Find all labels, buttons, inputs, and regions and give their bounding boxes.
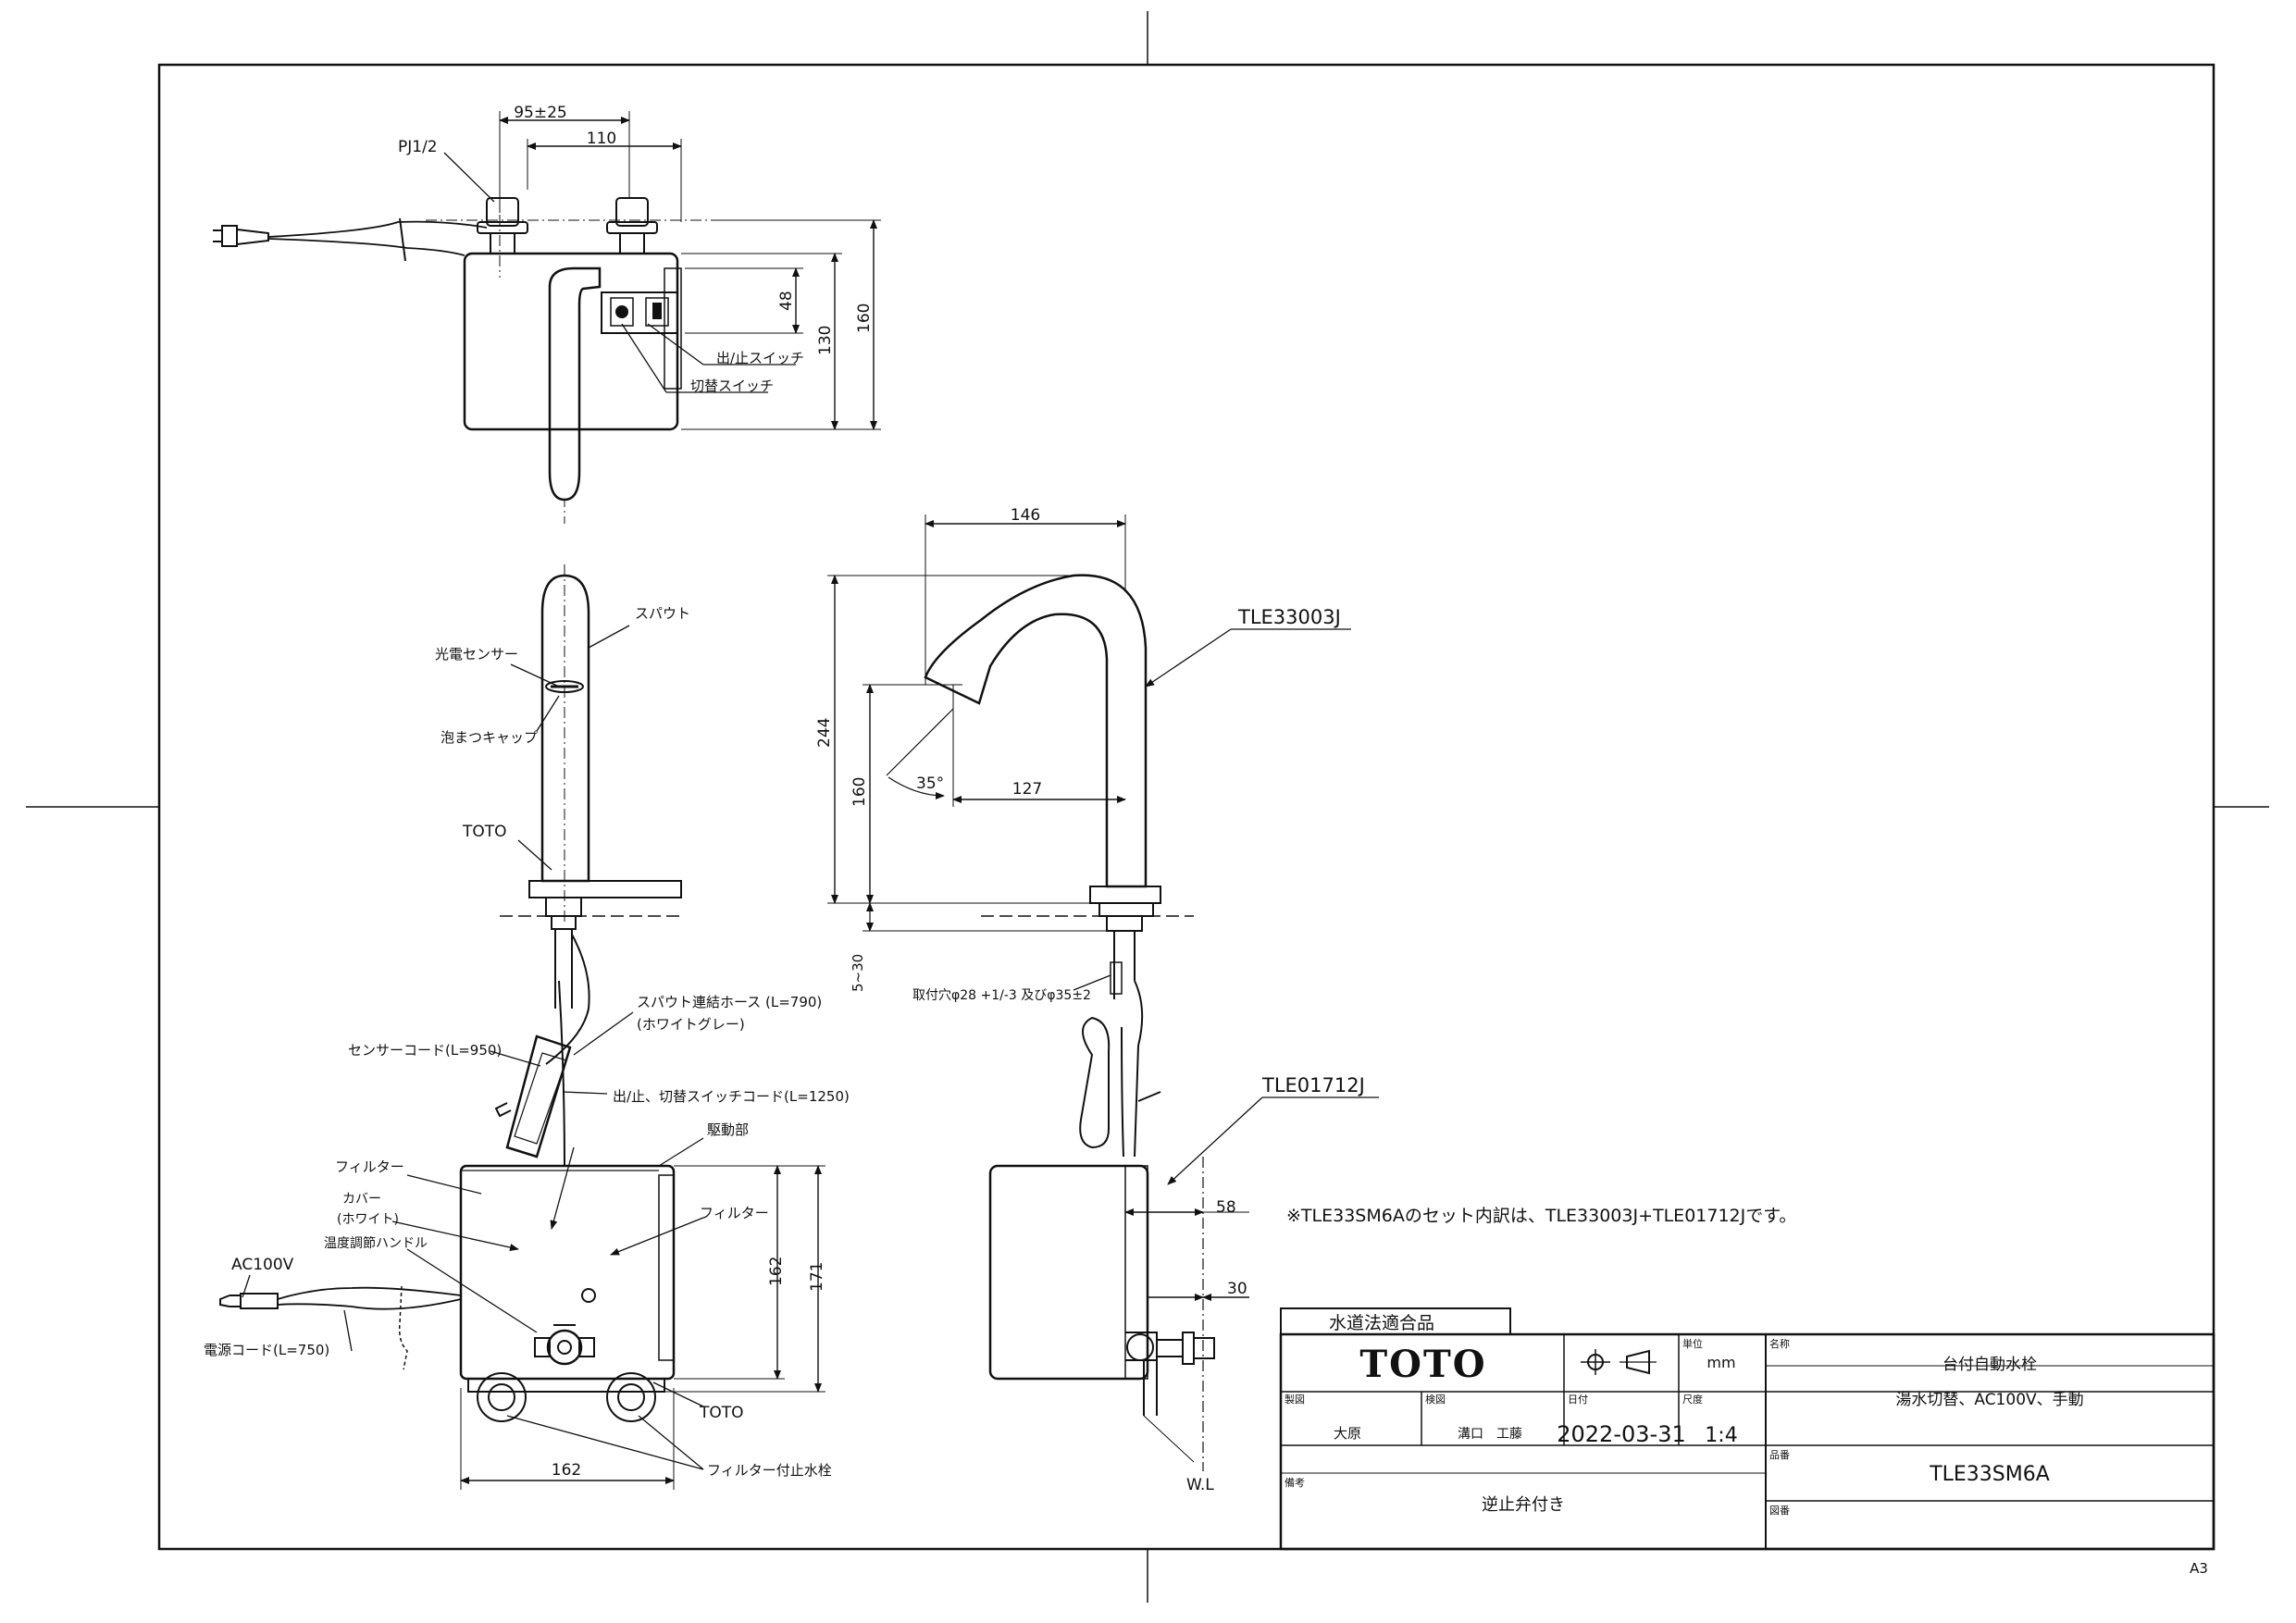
note-label: 備考 [1285,1477,1305,1489]
label-temp-handle: 温度調節ハンドル [324,1235,428,1251]
drawn-by: 大原 [1334,1425,1361,1442]
drawing-labels: PJ1/2 95±25 110 48 130 160 出/止スイッチ 切替スイッ… [204,104,1796,1494]
drawing-no-label: 図番 [1769,1505,1790,1517]
dim-35deg: 35° [916,774,944,793]
checked-label: 検図 [1425,1393,1446,1406]
checked-by: 溝口 工藤 [1458,1427,1522,1442]
label-model-spout: TLE33003J [1237,606,1341,628]
dim-130: 130 [816,326,835,355]
dim-5-30: 5~30 [850,954,866,992]
scale-label: 尺度 [1682,1393,1703,1406]
date-label: 日付 [1568,1394,1588,1406]
sheet-frame [26,11,2269,1603]
title-block [1279,1307,2215,1551]
dim-162-v: 162 [767,1257,786,1286]
label-hose: スパウト連結ホース (L=790) [637,994,822,1010]
label-toto-bottom: TOTO [699,1404,744,1422]
top-view [213,111,881,527]
front-view [219,564,825,1490]
part-number: TLE33SM6A [1929,1463,2050,1486]
unit-value: mm [1706,1354,1735,1371]
label-drive-unit: 駆動部 [707,1121,749,1138]
label-toto-spout: TOTO [462,823,507,841]
dim-58: 58 [1216,1198,1236,1217]
title-block-text: 水道法適合品 TOTO 単位 mm 名称 台付自動水栓 湯水切替、AC100V、… [1285,1313,2208,1577]
dim-160-side: 160 [850,777,869,807]
dim-110: 110 [587,130,616,148]
label-filter-left: フィルター [335,1158,404,1175]
dim-95: 95±25 [514,104,567,122]
drawing-date: 2022-03-31 [1557,1421,1685,1447]
label-filter-valve: フィルター付止水栓 [707,1462,832,1479]
label-ac100v: AC100V [231,1256,294,1274]
scale-value: 1:4 [1705,1424,1737,1447]
dim-127: 127 [1012,780,1042,799]
name-label: 名称 [1769,1337,1790,1350]
label-spout: スパウト [635,605,690,622]
label-change-switch: 切替スイッチ [690,378,774,394]
note-value: 逆止弁付き [1482,1495,1565,1515]
part-label: 品番 [1769,1449,1790,1461]
label-water-line: W.L [1186,1476,1214,1494]
label-hose-color: (ホワイトグレー) [637,1016,745,1033]
label-photo-sensor: 光電センサー [435,646,518,663]
label-mount-hole: 取付穴φ28 +1/-3 及びφ35±2 [912,988,1091,1003]
side-view [827,514,1379,1471]
dim-171: 171 [808,1262,826,1292]
cert-label: 水道法適合品 [1329,1313,1434,1333]
dim-162-h: 162 [552,1461,581,1480]
label-filter-right: フィルター [700,1205,769,1221]
label-cover-color: (ホワイト) [337,1212,399,1227]
drawn-label: 製図 [1285,1393,1305,1406]
label-model-unit: TLE01712J [1261,1074,1365,1096]
dim-244: 244 [815,718,834,748]
dim-146: 146 [1011,506,1040,525]
label-bubble-cap: 泡まつキャップ [441,729,538,746]
brand-logo: TOTO [1359,1343,1486,1386]
label-switch-cord: 出/止、切替スイッチコード(L=1250) [613,1088,850,1105]
set-composition-note: ※TLE33SM6Aのセット内訳は、TLE33003J+TLE01712Jです。 [1286,1206,1796,1226]
product-spec: 湯水切替、AC100V、手動 [1895,1391,2083,1409]
label-cover: カバー [342,1192,381,1207]
dim-30: 30 [1227,1280,1247,1298]
unit-label: 単位 [1682,1337,1703,1350]
label-pj: PJ1/2 [398,138,438,156]
label-power-cord: 電源コード(L=750) [204,1342,329,1358]
product-name: 台付自動水栓 [1942,1356,2037,1374]
dim-160-top: 160 [855,304,874,333]
dim-48: 48 [777,291,796,311]
label-run-stop-switch: 出/止スイッチ [716,350,804,366]
label-sensor-cord: センサーコード(L=950) [348,1042,502,1059]
sheet-size: A3 [2190,1560,2208,1577]
